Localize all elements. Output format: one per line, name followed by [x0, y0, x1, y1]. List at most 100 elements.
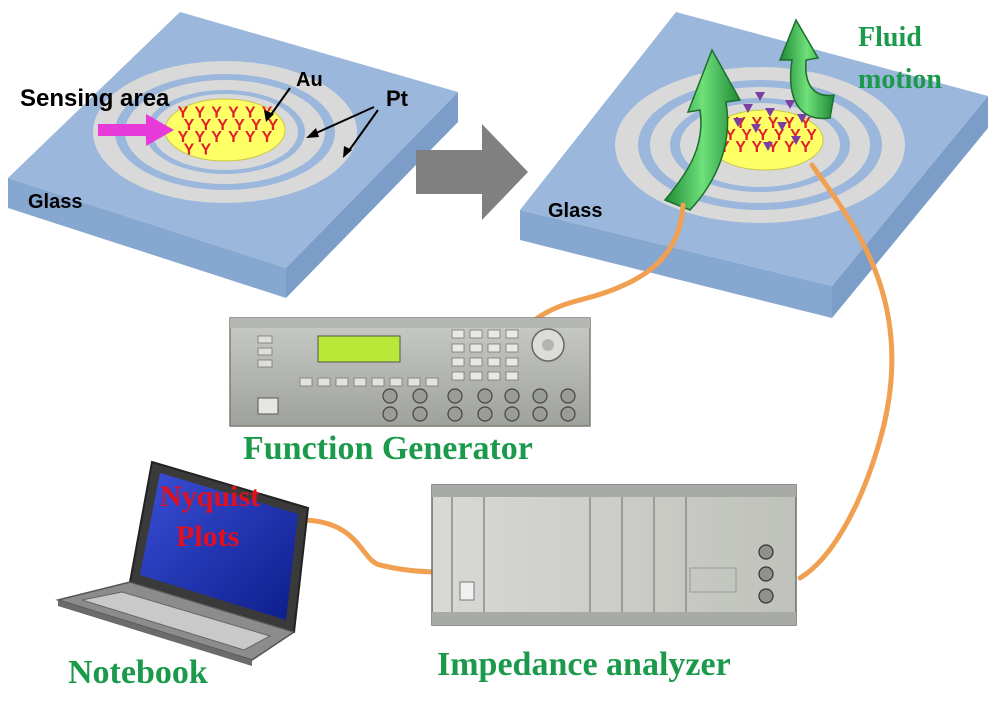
antibody-icon: Y	[768, 115, 779, 132]
ia-usb-plug	[459, 581, 475, 601]
pt-pointer-head-1	[306, 128, 319, 138]
antibody-icon: Y	[211, 129, 222, 146]
sensing-area-label: Sensing area	[20, 85, 170, 112]
fg-key	[487, 357, 501, 367]
antibody-icon: Y	[217, 117, 228, 134]
antibody-icon: Y	[245, 129, 256, 146]
left-glass-side-right	[286, 92, 458, 298]
fg-key	[257, 347, 273, 356]
notebook-front-edge	[58, 600, 252, 666]
bnc-connector-icon	[412, 406, 428, 422]
antibody-icon: Y	[741, 127, 752, 144]
analyte-icon	[791, 136, 801, 145]
au-label: Au	[296, 69, 323, 91]
fg-key	[505, 343, 519, 353]
analyte-icon	[763, 142, 773, 151]
bnc-connector-icon	[758, 566, 774, 582]
bnc-connector-icon	[560, 388, 576, 404]
impedance-analyzer-label: Impedance analyzer	[437, 646, 731, 683]
bnc-connector-icon	[447, 406, 463, 422]
ia-body	[431, 484, 797, 626]
bnc-connector-icon	[447, 388, 463, 404]
analyte-icon	[743, 104, 753, 113]
au-pointer-head	[264, 110, 274, 122]
process-arrow	[416, 124, 528, 220]
ia-module-panels	[451, 497, 737, 612]
antibody-icon: Y	[774, 127, 785, 144]
antibody-icon: Y	[262, 129, 273, 146]
antibody-icon: Y	[800, 139, 811, 156]
fg-key	[257, 335, 273, 344]
bnc-connector-icon	[477, 388, 493, 404]
bnc-connector-icon	[560, 406, 576, 422]
fg-key	[299, 377, 313, 387]
ia-bottom-strip	[432, 612, 796, 625]
function-generator	[229, 317, 591, 427]
analyte-icon	[797, 114, 807, 123]
left-sensor-chip: YYYYYYYYYYYYYYYYYYYY Sensing area Au Pt …	[8, 12, 458, 298]
antibody-icon: Y	[725, 127, 736, 144]
ia-bnc-connectors	[758, 544, 774, 604]
antibody-icon: Y	[228, 129, 239, 146]
antibody-icon: Y	[184, 117, 195, 134]
bnc-connector-icon	[504, 388, 520, 404]
flow-arrow-right	[778, 18, 835, 120]
fg-bnc-connectors	[382, 388, 576, 422]
fg-key	[469, 357, 483, 367]
fluid-label: Fluid	[858, 22, 922, 53]
analyte-icon	[755, 92, 765, 101]
analyte-icon	[751, 124, 761, 133]
fg-key	[505, 371, 519, 381]
antibody-icon: Y	[735, 139, 746, 156]
fg-key	[487, 329, 501, 339]
left-glass-side-front	[8, 178, 286, 298]
fg-key	[425, 377, 439, 387]
antibody-icon: Y	[251, 117, 262, 134]
antibody-icon: Y	[194, 104, 205, 121]
pt-pointer-head-2	[343, 146, 352, 158]
antibody-icon: Y	[806, 127, 817, 144]
fg-key	[407, 377, 421, 387]
antibody-icon: Y	[200, 117, 211, 134]
ia-top-strip	[432, 485, 796, 497]
antibody-icon: Y	[752, 115, 763, 132]
antibody-icon: Y	[784, 139, 795, 156]
antibody-icon: Y	[768, 139, 779, 156]
fg-key	[317, 377, 331, 387]
pt-label: Pt	[386, 86, 409, 111]
antibody-icon: Y	[194, 129, 205, 146]
pt-pointer-line-2	[347, 109, 379, 153]
bnc-connector-icon	[758, 544, 774, 560]
cable-notebook-to-impedance-analyzer	[297, 517, 443, 575]
fg-power-switch	[257, 397, 279, 415]
antibody-icon: Y	[784, 115, 795, 132]
left-glass-label: Glass	[28, 191, 82, 213]
fg-key	[353, 377, 367, 387]
fg-key	[451, 357, 465, 367]
right-glass-side-front	[520, 210, 832, 318]
antibody-icon: Y	[758, 127, 769, 144]
left-antibody-group: YYYYYYYYYYYYYYYYYYYY	[178, 104, 279, 158]
ia-logo-plate	[689, 567, 737, 593]
antibody-icon: Y	[228, 104, 239, 121]
sensing-arrow	[98, 114, 174, 146]
bnc-connector-icon	[382, 388, 398, 404]
function-generator-label: Function Generator	[243, 430, 533, 467]
fg-key	[469, 329, 483, 339]
antibody-icon: Y	[184, 142, 195, 159]
screen-text-plots: Plots	[176, 520, 239, 553]
motion-label: motion	[858, 64, 942, 95]
notebook-screen	[140, 473, 298, 620]
analyte-icon	[785, 100, 795, 109]
bnc-connector-icon	[504, 406, 520, 422]
analyte-icon	[777, 122, 787, 131]
notebook: Nyquist Plots	[55, 460, 310, 666]
fg-key	[469, 343, 483, 353]
analyte-icon	[765, 108, 775, 117]
bnc-connector-icon	[477, 406, 493, 422]
bnc-connector-icon	[532, 406, 548, 422]
antibody-icon: Y	[178, 104, 189, 121]
analyte-icon	[733, 118, 743, 127]
